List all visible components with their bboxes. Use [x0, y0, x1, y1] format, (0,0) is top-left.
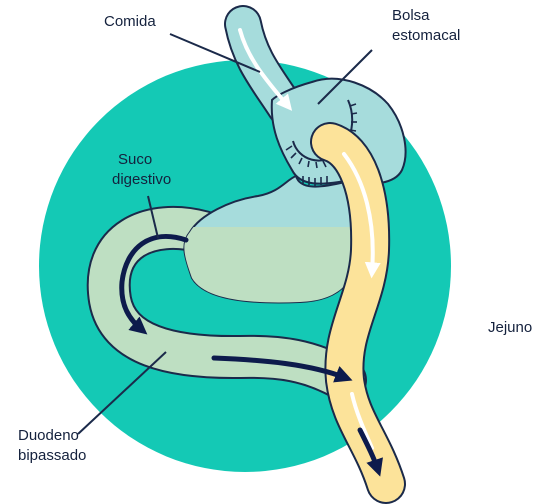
label-food: Comida — [104, 13, 156, 30]
label-juice-line2: digestivo — [112, 171, 171, 188]
label-duodenum-line2: bipassado — [18, 447, 86, 464]
label-jejunum: Jejuno — [488, 319, 532, 336]
label-pouch-line2: estomacal — [392, 27, 460, 44]
label-juice-line1: Suco — [118, 151, 152, 168]
label-pouch-line1: Bolsa — [392, 7, 430, 24]
label-duodenum-line1: Duodeno — [18, 427, 79, 444]
